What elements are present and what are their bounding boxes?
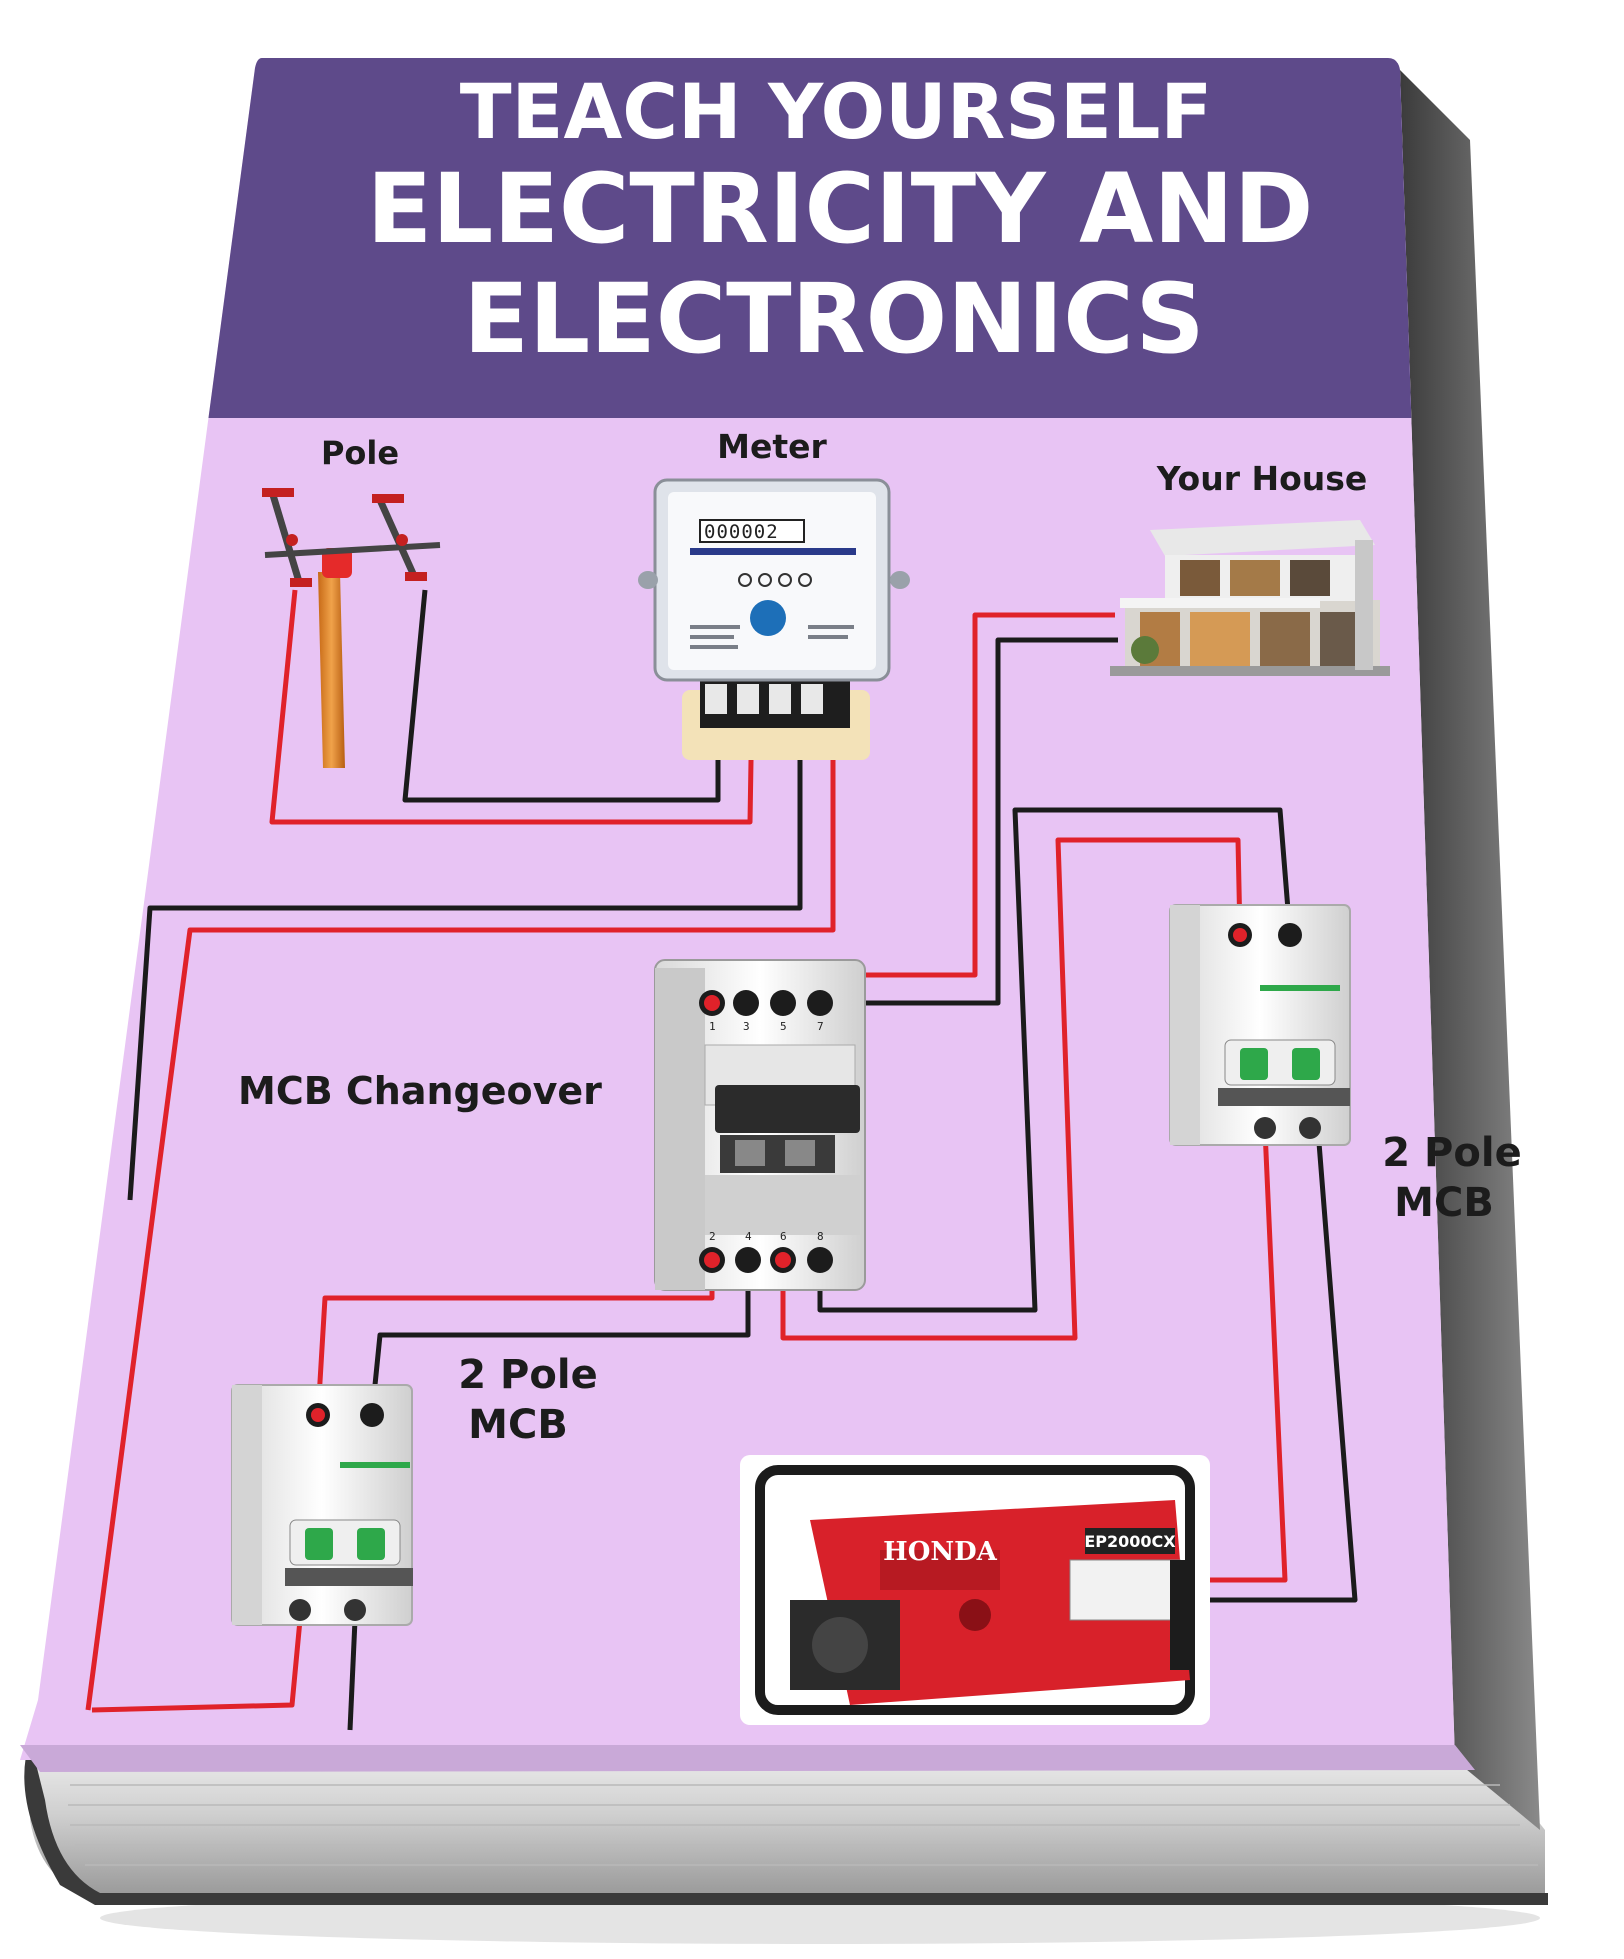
generator-illustration: HONDA EP2000CX bbox=[740, 1455, 1210, 1725]
right-2-pole-mcb-illustration bbox=[1169, 904, 1351, 1146]
house-illustration bbox=[1110, 520, 1390, 676]
utility-pole-illustration bbox=[262, 488, 441, 768]
title-band bbox=[20, 58, 1455, 418]
title-line-3: ELECTRONICS bbox=[463, 263, 1204, 375]
generator-brand: HONDA bbox=[883, 1537, 998, 1567]
page-lines bbox=[68, 1784, 1538, 1866]
cover-bottom-edge bbox=[20, 1745, 1475, 1772]
svg-text:1: 1 bbox=[709, 1020, 716, 1033]
left-mcb-label-line2: MCB bbox=[468, 1402, 568, 1448]
generator-model: EP2000CX bbox=[1084, 1532, 1176, 1551]
pole-label: Pole bbox=[321, 434, 399, 472]
svg-text:3: 3 bbox=[743, 1020, 750, 1033]
meter-reading: 000002 bbox=[704, 521, 779, 543]
right-mcb-label-line1: 2 Pole bbox=[1382, 1130, 1521, 1176]
changeover-top-terminals: 1 3 5 7 bbox=[709, 1020, 824, 1033]
mcb-changeover-illustration: 1 3 5 7 2 4 6 8 bbox=[654, 959, 866, 1291]
electric-meter-illustration: 000002 bbox=[638, 478, 910, 760]
changeover-bottom-terminals: 2 4 6 8 bbox=[709, 1230, 824, 1243]
svg-text:6: 6 bbox=[780, 1230, 787, 1243]
changeover-label: MCB Changeover bbox=[238, 1069, 602, 1113]
wiring bbox=[85, 589, 1358, 1731]
house-label: Your House bbox=[1156, 459, 1368, 498]
title-line-1: TEACH YOURSELF bbox=[460, 67, 1213, 156]
svg-text:5: 5 bbox=[780, 1020, 787, 1033]
right-mcb-label-line2: MCB bbox=[1394, 1180, 1494, 1226]
book-pages bbox=[30, 1735, 1545, 1895]
title-line-2: ELECTRICITY AND bbox=[367, 153, 1314, 265]
book-spine bbox=[1400, 70, 1540, 1830]
svg-text:7: 7 bbox=[817, 1020, 824, 1033]
svg-text:8: 8 bbox=[817, 1230, 824, 1243]
left-2-pole-mcb-illustration bbox=[231, 1384, 413, 1626]
svg-text:2: 2 bbox=[709, 1230, 716, 1243]
svg-text:4: 4 bbox=[745, 1230, 752, 1243]
left-mcb-label-line1: 2 Pole bbox=[458, 1352, 597, 1398]
meter-label: Meter bbox=[717, 427, 827, 466]
